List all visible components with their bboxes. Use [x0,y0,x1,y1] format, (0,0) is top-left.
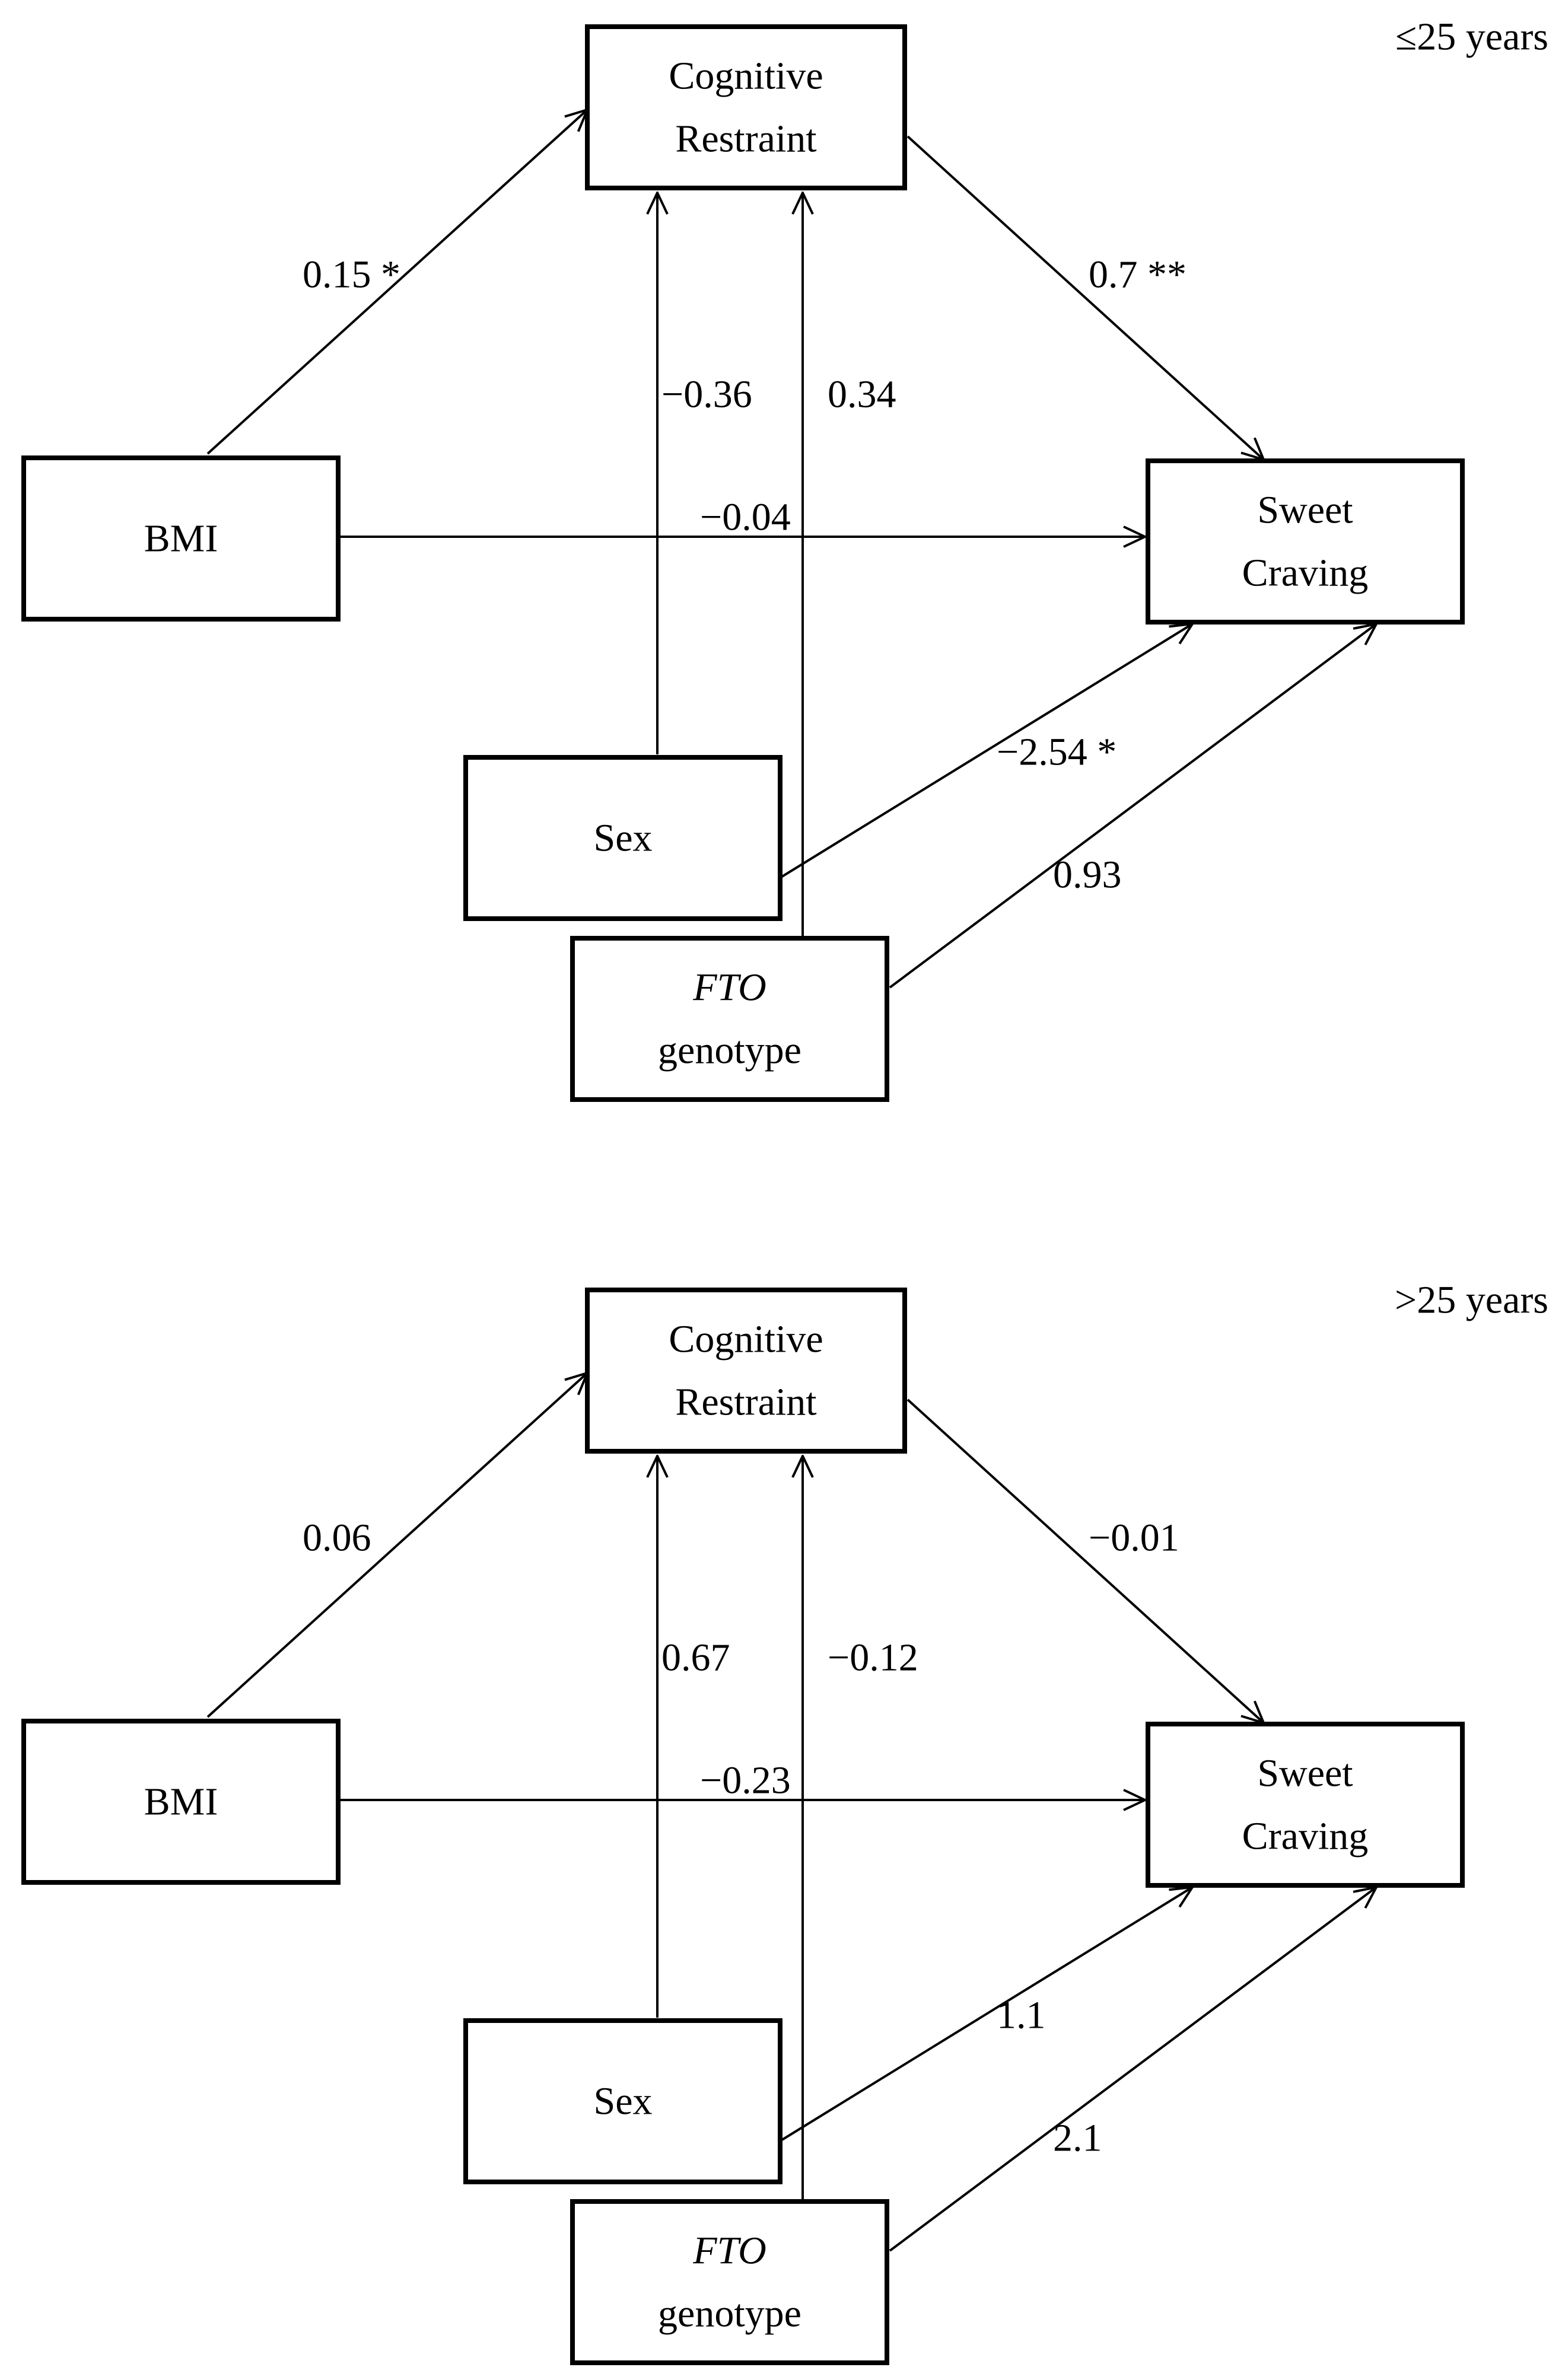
path-coefficient-bmi-to-cr: 0.06 [303,1516,371,1560]
nodes-layer: CognitiveRestraintBMISweetCravingSexFTOg… [21,24,1465,2365]
path-coefficient-bmi-to-sc: −0.04 [700,496,791,539]
panel-label: ≤25 years [1395,15,1548,59]
node-label: Cognitive [669,55,823,98]
node-label: BMI [144,1780,218,1824]
edge-arrow-fto-to-sc [889,1887,1376,2252]
node-label: FTO [692,2229,766,2273]
node-label: Craving [1242,552,1369,595]
path-coefficient-sex-to-cr: 0.67 [661,1636,730,1680]
path-coefficient-cr-to-sc: 0.7 ** [1089,253,1187,297]
node-box [463,2018,782,2184]
node-box [21,455,341,622]
node-label: Sex [594,2080,653,2123]
node-sex: Sex [463,755,782,921]
node-label: Craving [1242,1815,1369,1858]
edge-arrow-bmi-to-cr [206,1373,587,1718]
node-box [570,2199,889,2365]
path-coefficient-bmi-to-cr: 0.15 * [303,253,400,297]
edge-arrow-cr-to-sc [906,1398,1264,1723]
path-coefficient-bmi-to-sc: −0.23 [700,1759,791,1802]
node-label: Restraint [675,117,816,161]
node-fto: FTO genotype [570,936,889,1102]
labels-layer: ≤25 years 0.15 * 0.7 ** −0.36 0.34 −0.04 −2.54… [303,15,1548,2160]
path-coefficient-fto-to-cr: 0.34 [828,373,896,416]
node-box [585,24,907,190]
path-coefficient-sex-to-sc: −2.54 * [997,731,1117,774]
path-coefficient-fto-to-sc: 2.1 [1053,2117,1102,2160]
node-box [570,936,889,1102]
edge-arrow-sex-to-sc [779,624,1192,879]
node-bmi: BMI [21,455,341,622]
node-label: Sweet [1257,1752,1353,1795]
node-box [1146,1722,1465,1888]
panel-label: >25 years [1395,1279,1548,1322]
edge-arrow-sex-to-sc [779,1887,1192,2142]
edge-arrow-bmi-to-cr [206,110,587,455]
node-label: Sweet [1257,489,1353,532]
node-sex: Sex [463,2018,782,2184]
node-label: Cognitive [669,1318,823,1361]
node-box [1146,458,1465,625]
node-fto: FTO genotype [570,2199,889,2365]
path-coefficient-fto-to-cr: −0.12 [828,1636,918,1680]
node-box [463,755,782,921]
path-coefficient-sex-to-sc: 1.1 [997,1994,1046,2037]
node-box [21,1719,341,1885]
node-label: Restraint [675,1381,816,1424]
path-coefficient-fto-to-sc: 0.93 [1053,853,1122,897]
node-label: genotype [658,2292,801,2336]
path-coefficient-cr-to-sc: −0.01 [1089,1516,1179,1560]
node-box [585,1288,907,1454]
node-label: FTO [692,966,766,1009]
edge-arrow-cr-to-sc [906,135,1264,460]
path-coefficient-sex-to-cr: −0.36 [661,373,752,416]
node-bmi: BMI [21,1719,341,1885]
node-label: BMI [144,517,218,560]
edge-arrow-fto-to-sc [889,624,1376,989]
edges-layer [206,110,1376,2252]
node-label: Sex [594,817,653,860]
node-label: genotype [658,1029,801,1072]
